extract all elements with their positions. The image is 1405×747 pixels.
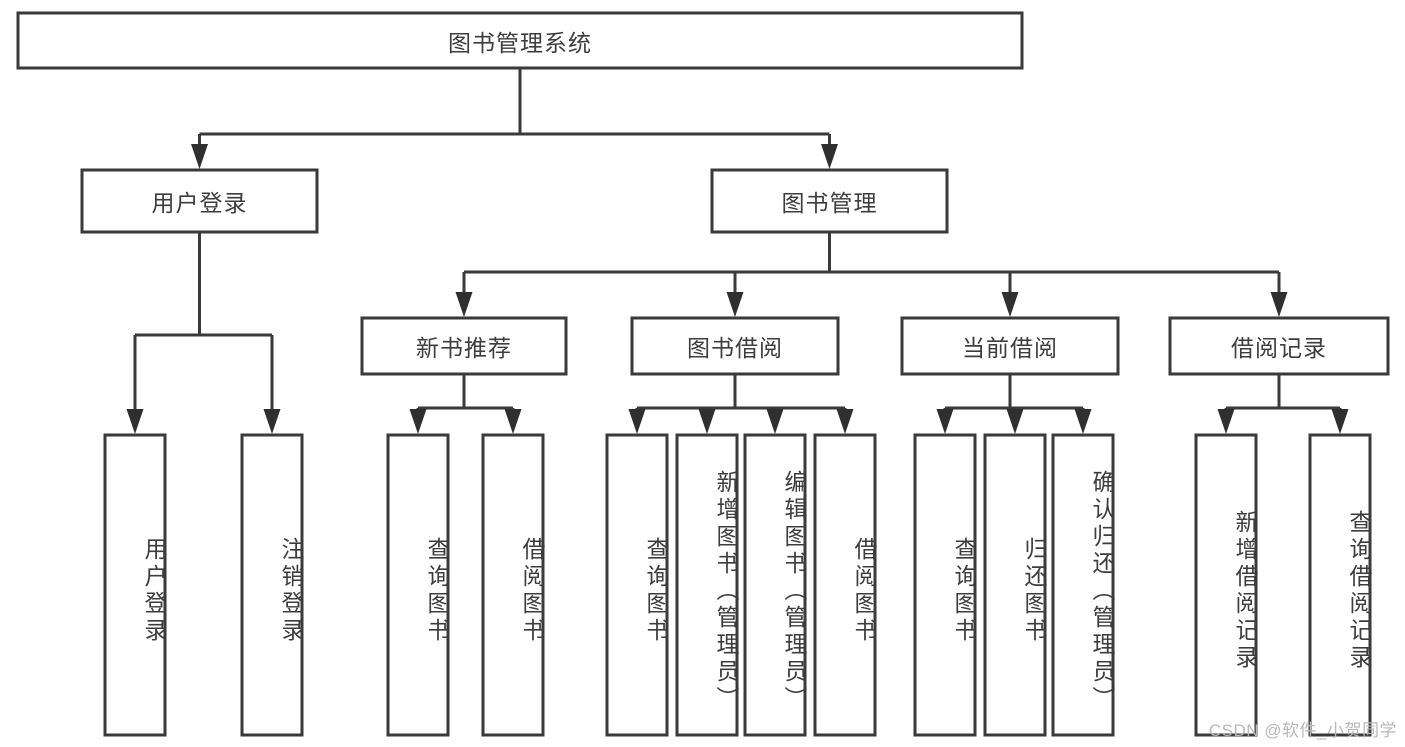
node-box-leaf-add-book-admin[interactable] [675,433,739,737]
edge-group-current-borrow [936,374,1092,434]
edges-layer [126,68,1349,434]
node-box-root[interactable] [16,11,1024,70]
node-box-leaf-edit-book-admin[interactable] [743,433,807,737]
node-box-leaf-add-borrow-record[interactable] [1194,433,1258,737]
node-box-leaf-user-login[interactable] [103,433,167,737]
edge-group-borrow-record [1217,374,1349,434]
edge-group-book-manage [455,232,1288,317]
watermark-text: CSDN @软件_小贺同学 [1208,721,1397,740]
node-box-leaf-query-book-cur[interactable] [913,433,977,737]
node-box-current-borrow[interactable] [900,316,1120,376]
node-box-leaf-borrow-book-bor[interactable] [813,433,877,737]
edge-group-book-borrow [628,374,854,434]
node-box-new-book-recommend[interactable] [360,316,568,376]
node-box-book-manage[interactable] [710,168,949,234]
edge-group-new-book-recommend [409,374,522,434]
boxes-layer [16,11,1390,737]
node-box-leaf-query-borrow-record[interactable] [1308,433,1372,737]
node-box-user-login[interactable] [80,168,319,234]
node-box-leaf-confirm-return-admin[interactable] [1051,433,1115,737]
node-box-borrow-record[interactable] [1168,316,1390,376]
edge-group-root [191,68,838,169]
node-box-leaf-query-book-rec[interactable] [386,433,450,737]
edge-group-user-login [126,232,281,434]
node-box-leaf-logout-login[interactable] [240,433,304,737]
node-box-leaf-borrow-book-rec[interactable] [481,433,545,737]
node-box-leaf-query-book-bor[interactable] [605,433,669,737]
node-box-leaf-return-book[interactable] [983,433,1047,737]
node-box-book-borrow[interactable] [630,316,840,376]
